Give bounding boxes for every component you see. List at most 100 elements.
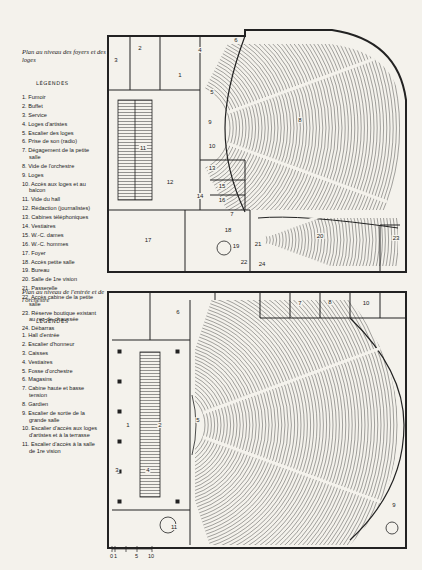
legend-item: 18. Accès petite salle bbox=[22, 259, 102, 266]
seat-row bbox=[199, 337, 262, 513]
seat-row bbox=[268, 0, 368, 291]
column bbox=[176, 350, 179, 353]
legend-item: 5. Escalier des loges bbox=[22, 130, 102, 137]
seat-row bbox=[216, 285, 317, 564]
legend-item: 7. Dégagement de la petite salle bbox=[22, 147, 102, 160]
seat-row bbox=[210, 304, 298, 547]
callout-number: 4 bbox=[197, 47, 202, 53]
seat-row bbox=[258, 0, 346, 271]
seat-row bbox=[227, 252, 352, 570]
seat-row bbox=[371, 218, 379, 266]
seat-row bbox=[263, 0, 358, 282]
seat-row bbox=[290, 227, 292, 253]
seat-row bbox=[190, 364, 234, 485]
seat-row bbox=[239, 22, 304, 233]
seat-row bbox=[242, 17, 310, 240]
seat-row bbox=[207, 85, 233, 171]
callout-number: 16 bbox=[218, 197, 227, 203]
seat-row bbox=[287, 228, 289, 252]
seat-row bbox=[201, 331, 269, 519]
column bbox=[118, 410, 121, 413]
seat-row bbox=[220, 59, 262, 196]
seat-row bbox=[205, 88, 230, 168]
legend-item: 6. Magasins bbox=[22, 376, 102, 383]
legend-item: 3. Caisses bbox=[22, 350, 102, 357]
seat-row bbox=[274, 0, 381, 302]
aisle bbox=[203, 437, 391, 506]
seat-row bbox=[235, 231, 375, 570]
seat-row bbox=[230, 39, 284, 216]
seat-row bbox=[302, 223, 305, 258]
callout-number: 8 bbox=[297, 117, 302, 123]
seat-row bbox=[186, 377, 221, 474]
legend-item: 2. Buffet bbox=[22, 103, 102, 110]
seat-row bbox=[229, 246, 358, 570]
callout-number: 1 bbox=[125, 422, 130, 428]
legend-item: 2. Escalier d'honneur bbox=[22, 341, 102, 348]
legend-item: 19. Bureau bbox=[22, 267, 102, 274]
legend-item: 6. Prise de son (radio) bbox=[22, 138, 102, 145]
seat-row bbox=[265, 0, 361, 285]
legend-item: 13. Cabines téléphoniques bbox=[22, 214, 102, 221]
seat-row bbox=[282, 0, 399, 319]
seat-row bbox=[317, 218, 321, 263]
seat-row bbox=[239, 219, 388, 570]
seat-row bbox=[261, 0, 352, 276]
seat-row bbox=[314, 218, 318, 261]
seat-row bbox=[275, 233, 276, 248]
callout-number: 7 bbox=[297, 300, 302, 306]
columns bbox=[118, 350, 179, 503]
callout-number: 10 bbox=[362, 300, 371, 306]
seat-row bbox=[311, 219, 315, 260]
seat-row bbox=[183, 386, 211, 465]
aisle bbox=[227, 143, 387, 201]
plan-heading: Plan au niveau de l'entrée et de l'orche… bbox=[22, 288, 110, 304]
seat-row bbox=[281, 0, 397, 316]
callout-number: 9 bbox=[207, 119, 212, 125]
spiral-stair bbox=[217, 241, 231, 255]
outer-wall bbox=[108, 292, 406, 548]
seat-row bbox=[253, 0, 335, 262]
scale-number: 10 bbox=[148, 554, 154, 560]
aisle bbox=[266, 218, 396, 236]
aisle bbox=[266, 244, 396, 266]
seat-row bbox=[213, 74, 246, 183]
callout-number: 18 bbox=[224, 227, 233, 233]
seat-row bbox=[203, 325, 275, 525]
seat-row bbox=[278, 231, 280, 248]
seat-row bbox=[223, 264, 339, 570]
seat-row bbox=[209, 307, 294, 543]
seat-row bbox=[323, 218, 327, 265]
seat-row bbox=[246, 8, 320, 248]
legend-item: 8. Vide de l'orchestre bbox=[22, 163, 102, 170]
callout-number: 11 bbox=[170, 524, 178, 530]
seat-row bbox=[272, 234, 273, 247]
seat-row bbox=[236, 228, 378, 570]
seat-row bbox=[222, 267, 336, 570]
callout-number: 10 bbox=[208, 143, 217, 149]
seat-row bbox=[231, 240, 365, 570]
callout-number: 20 bbox=[316, 233, 325, 239]
callout-number: 23 bbox=[392, 235, 401, 241]
callout-number: 6 bbox=[175, 309, 180, 315]
seat-row bbox=[245, 11, 317, 245]
column bbox=[118, 440, 121, 443]
seat-row bbox=[217, 282, 320, 567]
legend-item: 5. Fosse d'orchestre bbox=[22, 368, 102, 375]
staircase bbox=[118, 100, 152, 200]
legend-heading: LÉGENDES bbox=[36, 80, 69, 86]
callout-number: 2 bbox=[157, 422, 162, 428]
seat-row bbox=[332, 218, 337, 266]
legend-item: 24. Débarras bbox=[22, 325, 102, 332]
callout-number: 2 bbox=[137, 45, 142, 51]
seat-row bbox=[272, 0, 377, 299]
seat-row bbox=[275, 0, 384, 305]
seat-row bbox=[305, 222, 308, 259]
seat-row bbox=[224, 261, 342, 570]
seat-row bbox=[365, 218, 372, 266]
column bbox=[118, 500, 121, 503]
callout-number: 8 bbox=[327, 299, 332, 305]
seat-row bbox=[262, 0, 355, 279]
seat-row bbox=[296, 225, 299, 255]
callout-number: 15 bbox=[218, 183, 227, 189]
